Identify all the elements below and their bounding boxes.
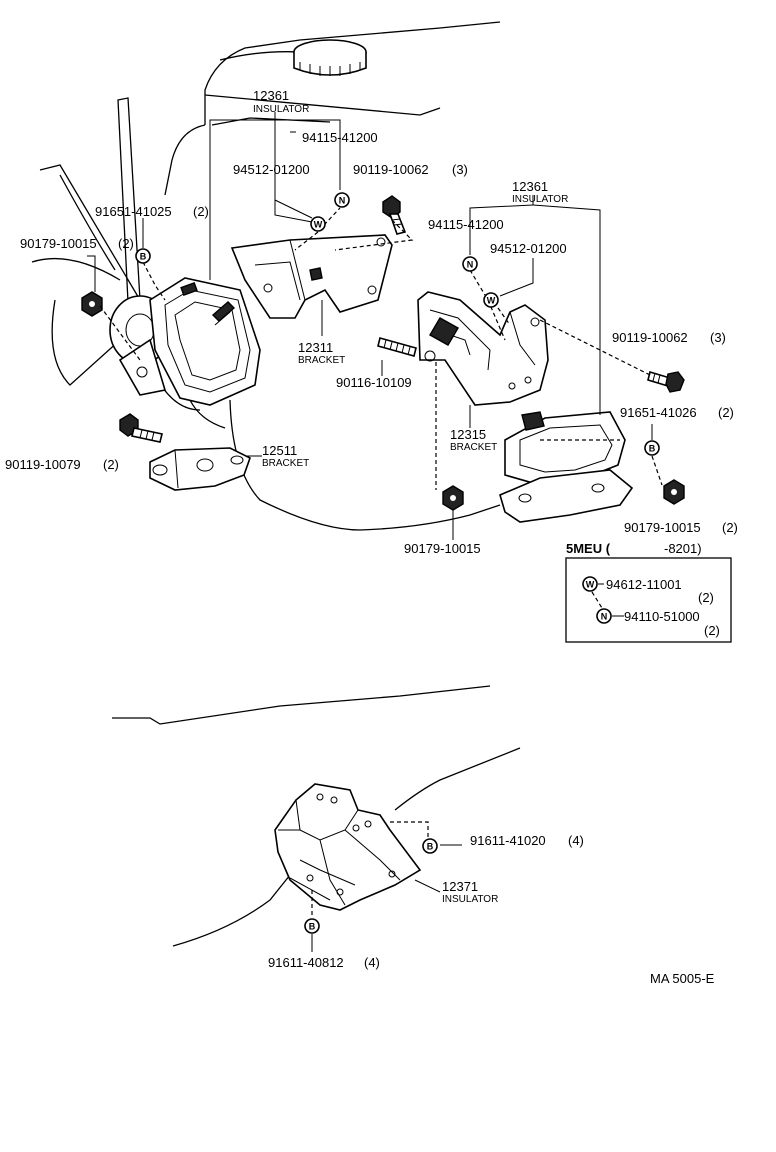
callout-91651-41025: 91651-41025 xyxy=(95,204,172,219)
nut-symbol-right xyxy=(462,256,478,272)
nut-90179-left xyxy=(81,291,103,317)
leader-lines-upper xyxy=(87,112,663,540)
bolt-90119-right xyxy=(647,370,685,393)
callout-91651-41026-qty: (2) xyxy=(718,405,734,420)
bracket-12311 xyxy=(230,234,393,319)
symbol-letter: W xyxy=(586,580,595,590)
insulator-12371 xyxy=(274,783,422,911)
callout-90179-10015-right-qty: (2) xyxy=(722,520,738,535)
leader-lines-lower xyxy=(311,821,462,952)
lower-engine-outline xyxy=(112,685,521,947)
callout-94512-01200-right: 94512-01200 xyxy=(490,241,567,256)
bracket-12511-number: 12511 xyxy=(262,443,297,458)
nut-symbol-left xyxy=(334,192,350,208)
callout-94115-41200-right: 94115-41200 xyxy=(428,217,504,232)
insulator-12371-number: 12371 xyxy=(442,879,478,894)
callout-91611-41020-qty: (4) xyxy=(568,833,584,848)
callout-90119-10062-upper-qty: (3) xyxy=(452,162,468,177)
inset-title-range: -8201) xyxy=(664,541,702,556)
symbol-letter: B xyxy=(140,252,147,262)
callout-90116-10109: 90116-10109 xyxy=(336,375,412,390)
symbol-markers-lower: B B xyxy=(304,838,438,934)
insulator-12371-label: INSULATOR xyxy=(442,894,498,905)
washer-symbol-left xyxy=(310,216,326,232)
washer-symbol-right xyxy=(483,292,499,308)
bolt-symbol-lower-top xyxy=(422,838,438,854)
callout-90119-10079-qty: (2) xyxy=(103,457,119,472)
insulator-12361-right xyxy=(499,411,634,523)
bolt-symbol-lower-bottom xyxy=(304,918,320,934)
oil-filler-cap xyxy=(293,39,367,76)
inset-box xyxy=(565,557,732,643)
inset-row1-part: 94612-11001 xyxy=(606,577,682,592)
callout-90179-10015-left-qty: (2) xyxy=(118,236,134,251)
bracket-12511-label: BRACKET xyxy=(262,458,309,469)
insulator-12361-left-number: 12361 xyxy=(253,88,289,103)
callouts-upper: 12361 INSULATOR 94115-41200 94512-01200 … xyxy=(5,88,738,556)
callouts-lower: 91611-41020 (4) 12371 INSULATOR 91611-40… xyxy=(268,833,584,970)
bracket-12511 xyxy=(149,447,251,491)
symbol-letter: N xyxy=(601,612,608,622)
bracket-12315 xyxy=(417,291,549,406)
bracket-12315-number: 12315 xyxy=(450,427,486,442)
inset-washer-symbol xyxy=(582,576,598,592)
symbol-letter: N xyxy=(467,260,474,270)
bolt-90119-10079 xyxy=(119,413,163,443)
inset-nut-symbol xyxy=(596,608,612,624)
bolt-symbol-right xyxy=(644,440,660,456)
bracket-12311-number: 12311 xyxy=(298,340,333,355)
callout-91651-41025-qty: (2) xyxy=(193,204,209,219)
callout-91611-40812-qty: (4) xyxy=(364,955,380,970)
nut-90179-right xyxy=(663,479,685,505)
bolt-90119-upper xyxy=(382,195,407,235)
inset-row1-qty: (2) xyxy=(698,590,714,605)
symbol-letter: N xyxy=(339,196,346,206)
nut-90179-bottom xyxy=(442,485,464,511)
insulator-12361-right-label: INSULATOR xyxy=(512,194,568,205)
callout-91611-40812: 91611-40812 xyxy=(268,955,344,970)
diagram-code: MA 5005-E xyxy=(650,971,715,986)
callout-90119-10079: 90119-10079 xyxy=(5,457,81,472)
insulator-12361-left xyxy=(118,277,261,406)
callout-94512-01200-left: 94512-01200 xyxy=(233,162,310,177)
callout-91611-41020: 91611-41020 xyxy=(470,833,546,848)
symbol-letter: B xyxy=(309,922,316,932)
bracket-12311-label: BRACKET xyxy=(298,355,345,366)
callout-90179-10015-right: 90179-10015 xyxy=(624,520,701,535)
bolt-symbol-left xyxy=(135,248,151,264)
inset-row2-part: 94110-51000 xyxy=(624,609,700,624)
insulator-12361-left-label: INSULATOR xyxy=(253,104,309,115)
inset-5meu: 5MEU ( -8201) W 94612-11001 (2) N 94110-… xyxy=(565,541,732,643)
symbol-letter: W xyxy=(314,220,323,230)
callout-90119-10062-right-qty: (3) xyxy=(710,330,726,345)
symbol-letter: W xyxy=(487,296,496,306)
inset-row2-qty: (2) xyxy=(704,623,720,638)
callout-90119-10062-upper: 90119-10062 xyxy=(353,162,429,177)
stud-90116 xyxy=(377,337,417,357)
symbol-letter: B xyxy=(649,444,656,454)
inset-title: 5MEU ( xyxy=(566,541,611,556)
callout-90119-10062-right: 90119-10062 xyxy=(612,330,688,345)
callout-90179-10015-left: 90179-10015 xyxy=(20,236,97,251)
bracket-12315-label: BRACKET xyxy=(450,442,497,453)
insulator-12361-right-number: 12361 xyxy=(512,179,548,194)
callout-94115-41200-left: 94115-41200 xyxy=(302,130,378,145)
symbol-letter: B xyxy=(427,842,434,852)
callout-91651-41026: 91651-41026 xyxy=(620,405,697,420)
callout-90179-10015-bottom: 90179-10015 xyxy=(404,541,481,556)
symbol-markers-upper: W N B N W B xyxy=(135,192,660,456)
